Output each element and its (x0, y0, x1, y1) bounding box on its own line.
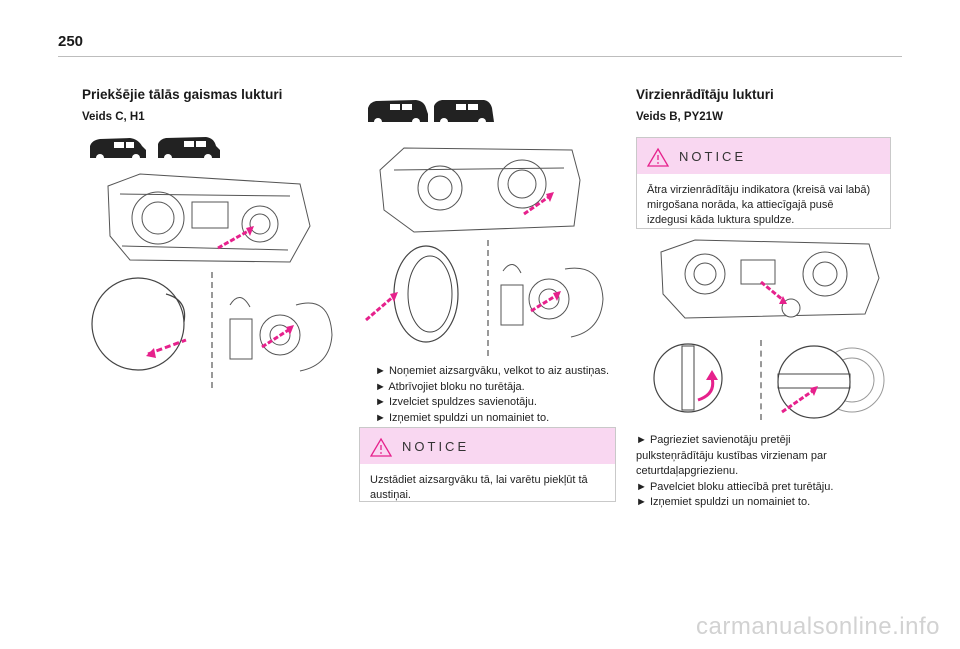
warning-triangle-icon (370, 437, 392, 457)
watermark: carmanualsonline.info (696, 613, 940, 640)
vehicle-silhouettes-icon (90, 137, 220, 162)
notice-title: NOTICE (679, 149, 747, 164)
header-rule (58, 56, 902, 57)
step-item: ceturtdaļapgriezienu. (636, 465, 739, 477)
steps-list-indicator: ► Pagrieziet savienotāju pretēji pulkste… (636, 433, 833, 511)
connector-rotate-illustration (653, 343, 723, 413)
notice-header: NOTICE (637, 138, 890, 174)
headlamp-rear-illustration (107, 173, 311, 263)
section-heading-indicators: Virzienrādītāju lukturi (636, 87, 774, 102)
page-number: 250 (58, 33, 84, 50)
notice-header: NOTICE (360, 428, 615, 464)
step-item: ► Izvelciet spuldzes savienotāju. (375, 396, 537, 408)
illustration-divider-3 (760, 340, 762, 420)
warning-triangle-icon (647, 147, 669, 167)
protective-cover-illustration (91, 277, 187, 371)
step-item: ► Izņemiet spuldzi un nomainiet to. (375, 411, 550, 424)
notice-box-cover: NOTICE Uzstādiet aizsargvāku tā, lai var… (359, 427, 616, 502)
illustration-divider-2 (487, 240, 489, 356)
bulb-connector-illustration (229, 297, 333, 372)
steps-list-high-beam: ► Noņemiet aizsargvāku, velkot to aiz au… (375, 364, 609, 426)
step-item: ► Atbrīvojiet bloku no turētāja. (375, 380, 525, 393)
subheading-type-b: Veids B, PY21W (636, 111, 723, 123)
headlamp-indicator-illustration (660, 239, 880, 319)
step-item: ► Pavelciet bloku attiecībā pret turētāj… (636, 480, 834, 493)
headlamp-rear-type-b-illustration (379, 147, 581, 233)
protective-cover-2-illustration (365, 245, 459, 343)
notice-title: NOTICE (402, 439, 470, 454)
step-item: ► Izņemiet spuldzi un nomainiet to. (636, 496, 811, 508)
notice-text: Uzstādiet aizsargvāku tā, lai varētu pie… (370, 474, 588, 501)
subheading-type-c: Veids C, H1 (82, 111, 145, 123)
step-item: pulksteņrādītāju kustības virzienam par (636, 449, 827, 462)
notice-box-indicator: NOTICE Ātra virzienrādītāju indikatora (… (636, 137, 891, 229)
illustration-divider (211, 272, 213, 388)
notice-text: Ātra virzienrādītāju indikatora (kreisā … (647, 184, 871, 226)
bulb-connector-2-illustration (500, 264, 604, 338)
indicator-bulb-illustration (777, 345, 885, 419)
vehicle-silhouettes-2-icon (368, 100, 494, 126)
step-item: ► Pagrieziet savienotāju pretēji (636, 434, 791, 446)
step-item: ► Noņemiet aizsargvāku, velkot to aiz au… (375, 365, 610, 377)
section-heading-high-beam: Priekšējie tālās gaismas lukturi (82, 87, 283, 102)
